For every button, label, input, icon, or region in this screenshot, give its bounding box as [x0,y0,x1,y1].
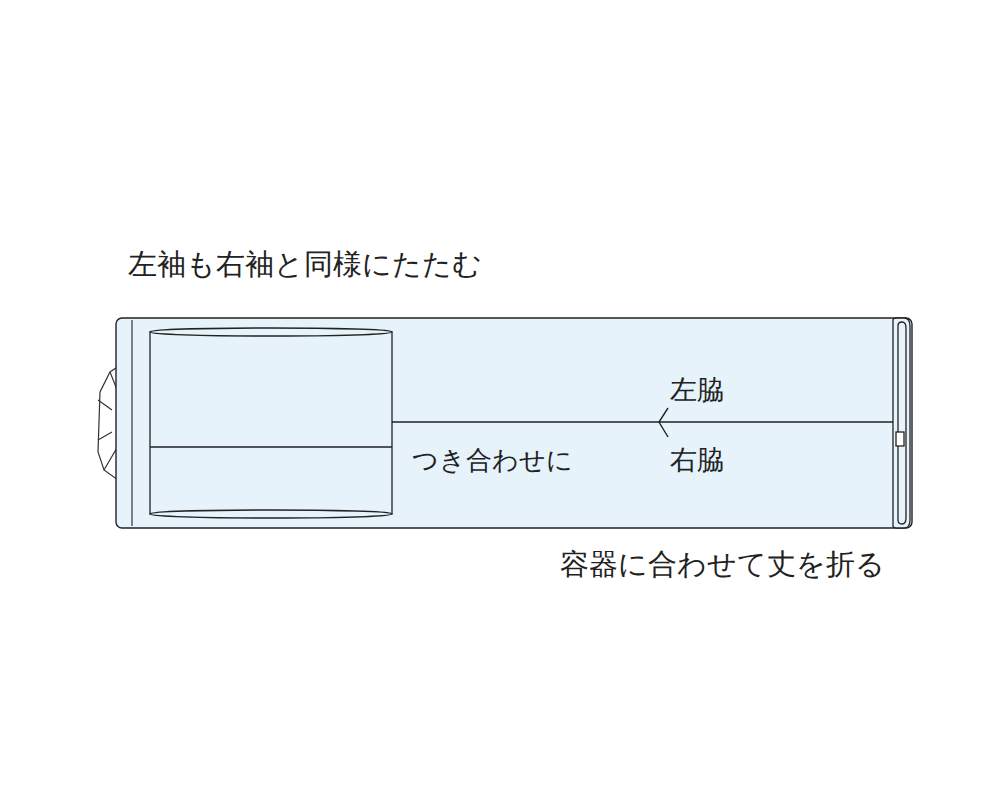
instruction-note: 左袖も右袖と同様にたたむ [128,248,482,281]
part-label: 右脇 [670,444,724,475]
instruction-note: つき合わせに [412,446,573,476]
instruction-note: 容器に合わせて丈を折る [560,548,885,581]
folded-sleeve [150,328,392,518]
hem-fold [893,318,910,528]
part-label: 左脇 [670,374,724,405]
arrow-mark [659,408,668,437]
body-fold [116,318,912,528]
center-line [392,421,893,422]
